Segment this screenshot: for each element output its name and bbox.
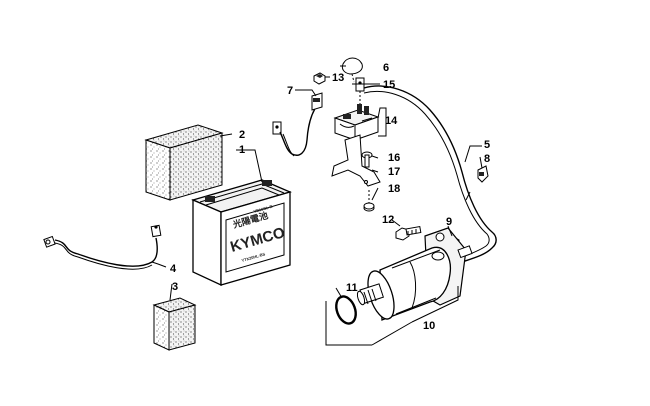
starter-mount-bolt: [395, 225, 422, 241]
starter-cable: [363, 85, 497, 263]
callout-17: 17: [388, 166, 400, 178]
callout-6: 6: [383, 62, 389, 74]
callout-2: 2: [239, 129, 245, 141]
relay-terminal-nut: [313, 72, 326, 85]
starter-relay: [333, 104, 380, 141]
relay-screw: [361, 151, 373, 168]
callout-9: 9: [446, 216, 452, 228]
callout-1: 1: [239, 144, 245, 156]
o-ring: [335, 295, 357, 325]
foam-pad-bottom: [152, 297, 197, 351]
foam-pad-top: [144, 124, 224, 201]
callout-labels: 1 2 3 4 5 6 7 8 9 10 11 12 13 14 15 16 1…: [170, 62, 490, 332]
callout-18: 18: [388, 183, 400, 195]
leader-lines: [151, 65, 483, 301]
callout-14: 14: [385, 115, 398, 127]
callout-15: 15: [383, 79, 395, 91]
callout-8: 8: [484, 153, 490, 165]
callout-4: 4: [170, 263, 177, 275]
relay-mount-plate: [331, 134, 381, 187]
battery-model-label: YTX20HL-BS: [241, 251, 266, 263]
callout-11: 11: [346, 282, 358, 294]
relay-bracket-clip: [311, 92, 323, 111]
callout-7: 7: [287, 85, 293, 97]
callout-13: 13: [332, 72, 344, 84]
callout-3: 3: [172, 281, 178, 293]
battery-cable-positive: [272, 103, 319, 157]
terminal-boot: [341, 57, 363, 83]
battery-top-label: YB16CL-B: [253, 204, 273, 214]
callout-12: 12: [382, 214, 394, 226]
callout-16: 16: [388, 152, 400, 164]
callout-10: 10: [423, 320, 435, 332]
relay-nut: [363, 190, 375, 212]
starter-cable-terminal: [355, 77, 365, 104]
battery-cable-negative: [43, 224, 162, 270]
battery: YB16CL-B 光陽電池 KYMCO YTX20HL-BS: [191, 179, 292, 287]
callout-5: 5: [484, 139, 490, 151]
starter-motor: [356, 227, 473, 321]
cable-clip: [477, 165, 489, 183]
starter-assembly-bracket: [325, 286, 459, 346]
